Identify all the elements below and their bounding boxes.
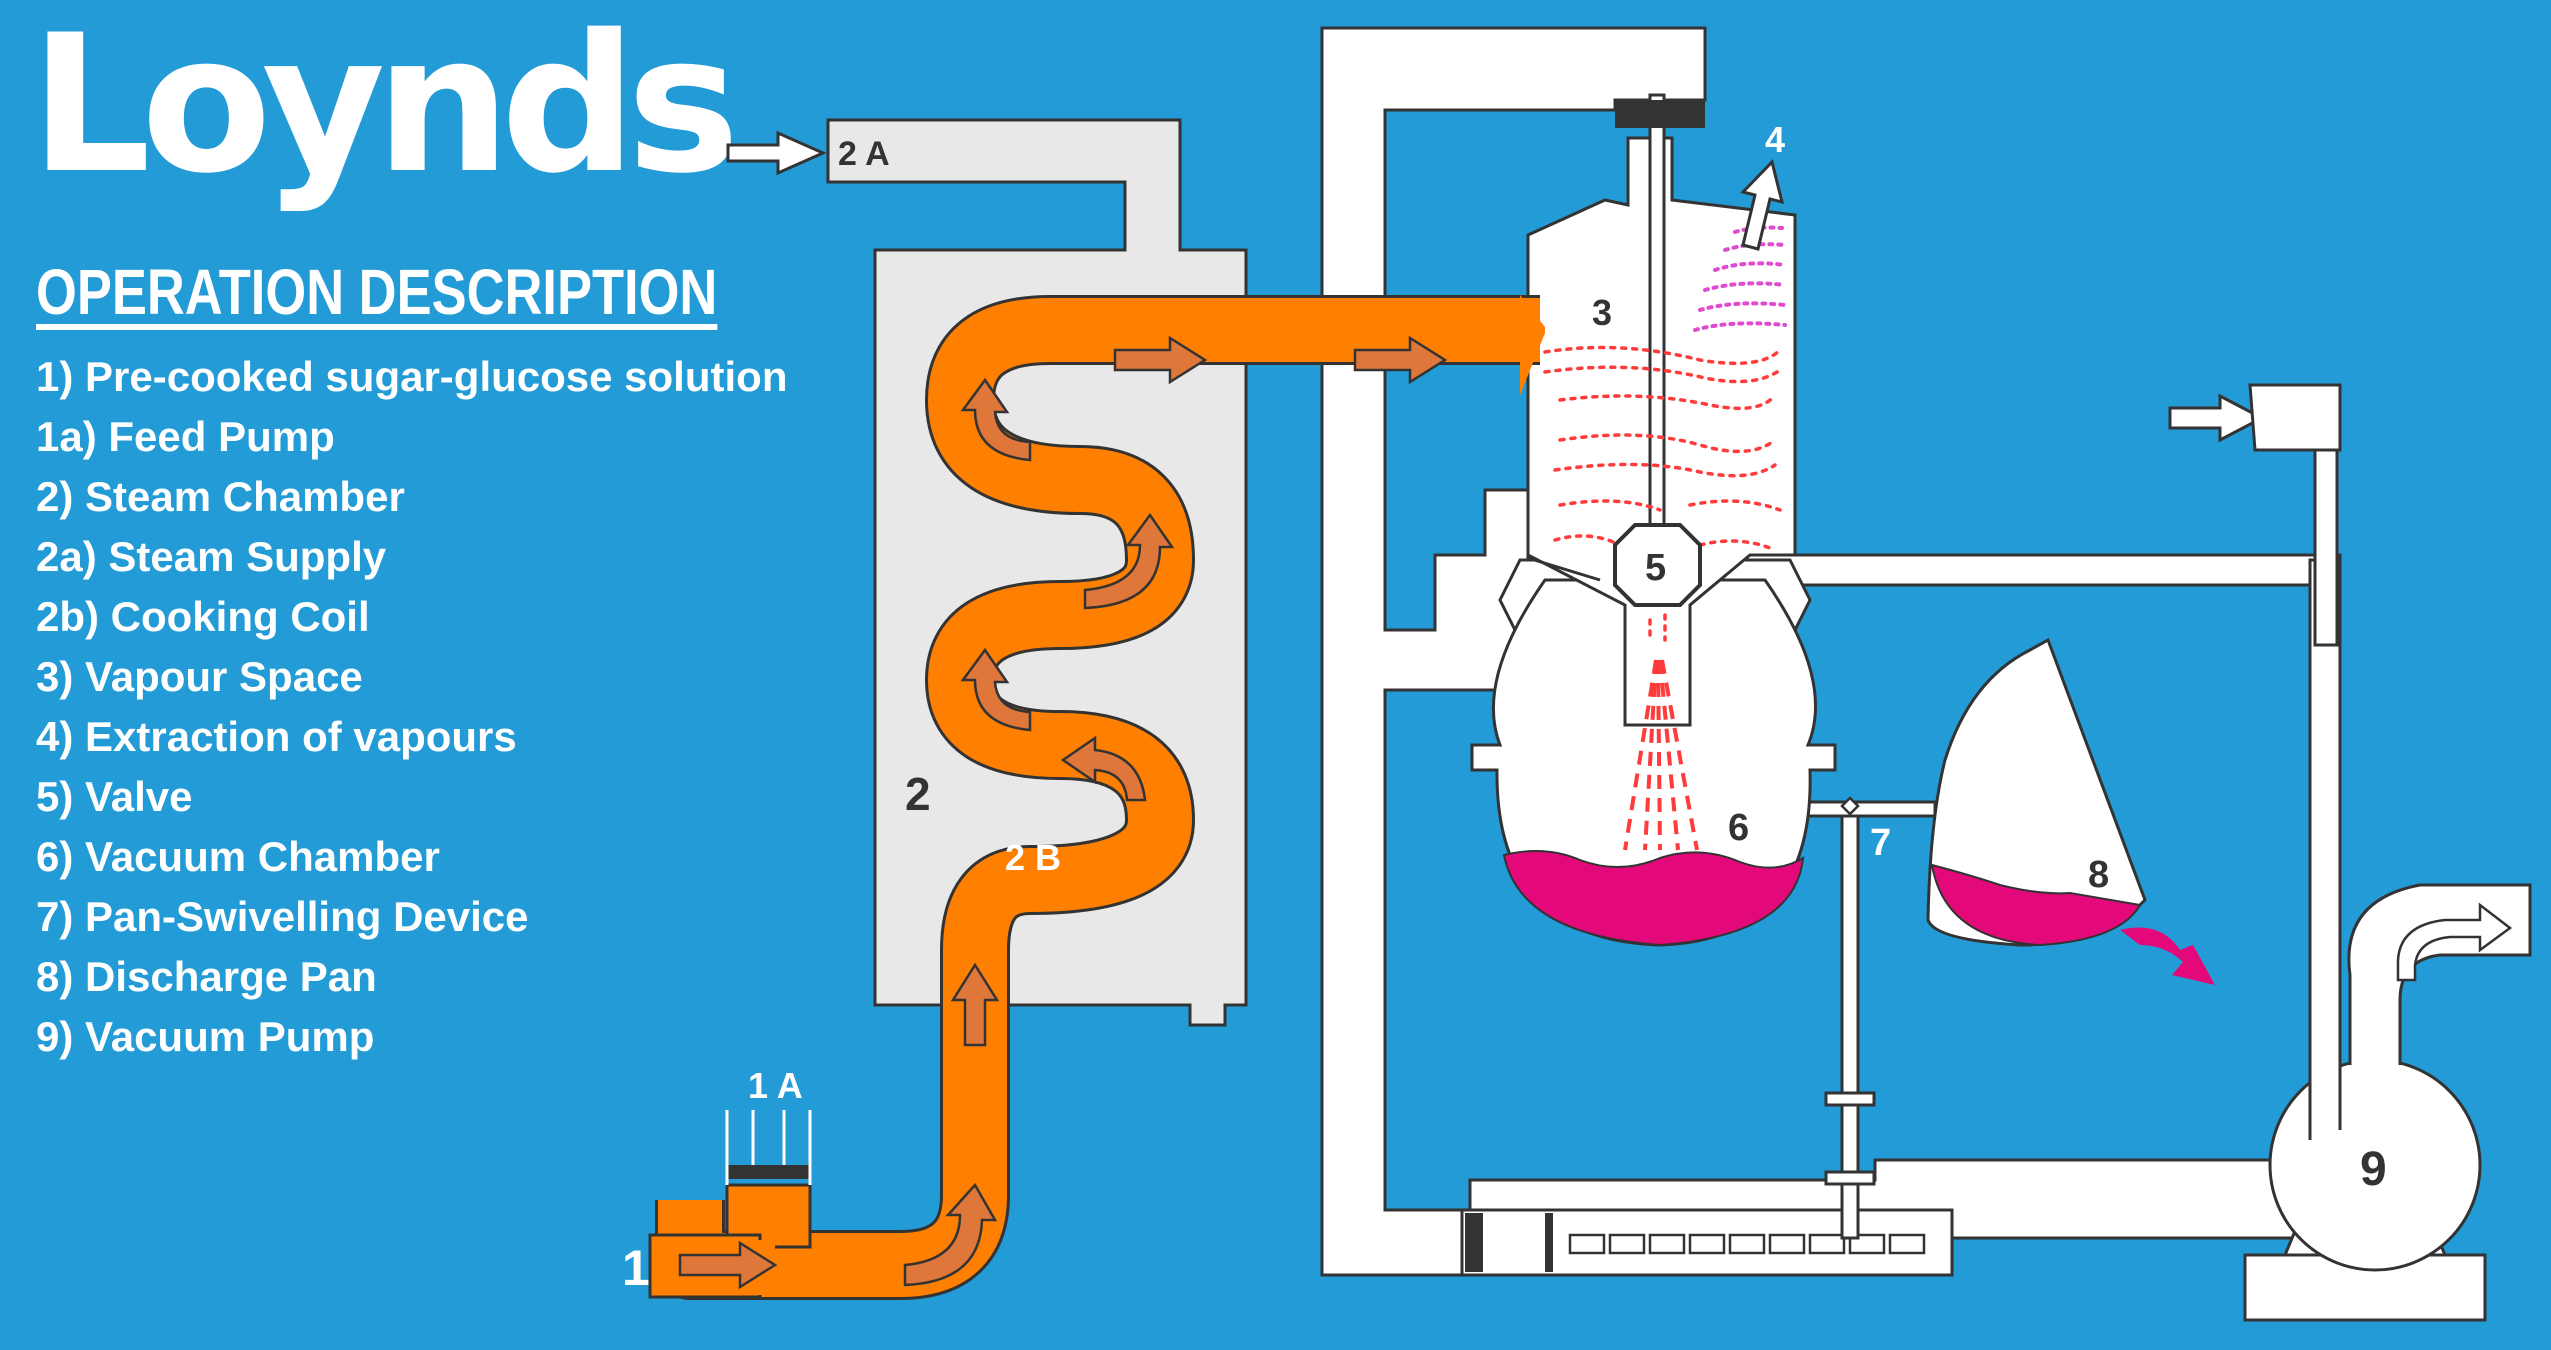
vacuum-inlet-pipe — [2248, 383, 2342, 452]
label-4: 4 — [1765, 119, 1785, 160]
label-6: 6 — [1728, 807, 1749, 849]
vacuum-pipe-frame — [1320, 26, 2342, 1277]
discharge-pan — [1926, 637, 2215, 985]
valve — [1613, 523, 1702, 607]
label-3: 3 — [1592, 292, 1612, 333]
pan-swivelling-device — [1460, 796, 1954, 1277]
steam-supply-arrow — [726, 130, 827, 176]
description-title: OPERATION DESCRIPTION — [36, 256, 718, 328]
description-item: 4) Extraction of vapours — [36, 713, 517, 760]
description-item: 2) Steam Chamber — [36, 473, 405, 520]
syrup-in-chamber — [1502, 850, 1805, 947]
description-item: 6) Vacuum Chamber — [36, 833, 440, 880]
description-item: 7) Pan-Swivelling Device — [36, 893, 529, 940]
vacuum-pump — [2243, 383, 2532, 1322]
vapour-droplets — [1543, 345, 1782, 642]
label-7: 7 — [1870, 822, 1891, 864]
coil-flow-arrows — [678, 335, 1448, 1290]
label-2b: 2 B — [1005, 837, 1061, 878]
description-item: 1) Pre-cooked sugar-glucose solution — [36, 353, 788, 400]
label-9: 9 — [2360, 1143, 2387, 1196]
discharge-flow-arrow — [2120, 927, 2215, 985]
vacuum-pump-exhaust-arrow — [2396, 902, 2513, 982]
vacuum-inlet-arrow — [2168, 393, 2266, 443]
label-1a: 1 A — [748, 1065, 803, 1106]
label-1: 1 — [622, 1240, 650, 1296]
vacuum-chamber — [1470, 558, 1837, 947]
description-item: 9) Vacuum Pump — [36, 1013, 375, 1060]
label-2a: 2 A — [838, 135, 890, 173]
label-8: 8 — [2088, 854, 2109, 896]
label-2: 2 — [905, 768, 931, 820]
label-5: 5 — [1645, 547, 1666, 589]
vapour-extraction-arrow — [1740, 159, 1785, 251]
description-item: 2b) Cooking Coil — [36, 593, 370, 640]
description-item: 5) Valve — [36, 773, 193, 820]
description-item: 8) Discharge Pan — [36, 953, 377, 1000]
brand-logo: Loynds — [30, 0, 740, 215]
operation-description: OPERATION DESCRIPTION 1) Pre-cooked suga… — [36, 255, 867, 1067]
spray-jets — [1623, 659, 1699, 851]
description-item: 3) Vapour Space — [36, 653, 363, 700]
description-item: 1a) Feed Pump — [36, 413, 335, 460]
description-item: 2a) Steam Supply — [36, 533, 387, 580]
cooking-coil — [655, 295, 1545, 1300]
